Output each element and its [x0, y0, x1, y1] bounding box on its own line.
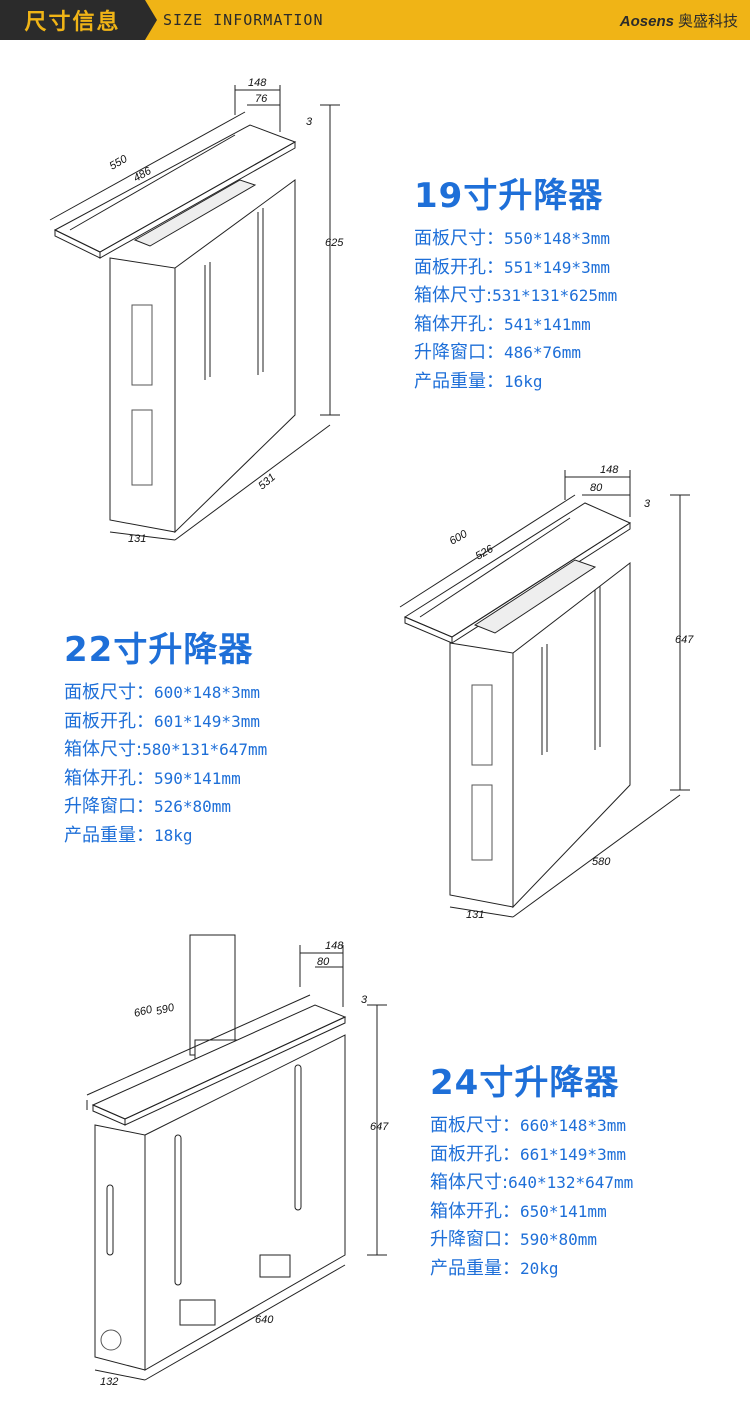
spec-row: 升降窗口：590*80mm: [430, 1226, 633, 1255]
spec-block-22: 22寸升降器 面板尺寸：600*148*3mm 面板开孔：601*149*3mm…: [64, 622, 267, 850]
model-title-24: 24寸升降器: [430, 1063, 620, 1103]
spec-value: 526*80mm: [154, 797, 232, 816]
spec-label: 面板尺寸：: [64, 682, 154, 703]
spec-value: 20kg: [520, 1258, 559, 1278]
spec-row: 面板尺寸：660*148*3mm: [430, 1112, 633, 1141]
spec-label: 升降窗口：: [430, 1229, 520, 1250]
dim-depth: 580: [592, 856, 611, 868]
spec-value: 650*141mm: [520, 1201, 607, 1221]
dim-panel-width: 148: [248, 77, 267, 89]
brand-name-en: Aosens: [619, 13, 674, 30]
section-subtitle: SIZE INFORMATION: [163, 11, 324, 29]
drawing-19inch: 550 486 148 76 3 625 531 131: [49, 77, 344, 545]
spec-value: 640*132*647mm: [508, 1173, 634, 1192]
spec-value: 531*131*625mm: [492, 286, 618, 305]
dim-panel-length: 550: [108, 153, 131, 173]
spec-value: 660*148*3mm: [520, 1116, 626, 1135]
spec-list-24: 面板尺寸：660*148*3mm 面板开孔：661*149*3mm 箱体尺寸:6…: [430, 1112, 633, 1283]
brand-name-zh: 奥盛科技: [677, 13, 738, 30]
spec-value: 550*148*3mm: [504, 229, 610, 248]
spec-label: 面板开孔：: [414, 256, 504, 278]
spec-value: 600*148*3mm: [154, 683, 260, 702]
spec-row: 面板开孔：601*149*3mm: [64, 708, 267, 737]
spec-label: 箱体尺寸:: [64, 739, 143, 760]
spec-label: 箱体尺寸:: [414, 285, 493, 306]
spec-row: 面板开孔：551*149*3mm: [414, 254, 617, 283]
model-title-22: 22寸升降器: [64, 630, 254, 670]
spec-label: 面板开孔：: [64, 710, 154, 732]
title-arrow-icon: [145, 0, 157, 40]
spec-row: 面板开孔：661*149*3mm: [430, 1141, 633, 1170]
spec-row: 升降窗口：526*80mm: [64, 793, 267, 822]
spec-label: 升降窗口：: [414, 342, 504, 363]
dim-box-width: 132: [100, 1376, 118, 1388]
spec-row: 箱体开孔：650*141mm: [430, 1198, 633, 1227]
dim-panel-width: 148: [325, 940, 344, 952]
spec-block-19: 19寸升降器 面板尺寸：550*148*3mm 面板开孔：551*149*3mm…: [414, 168, 617, 396]
dim-height: 647: [675, 634, 694, 646]
spec-value: 551*149*3mm: [504, 257, 610, 277]
dim-window-width: 76: [255, 93, 268, 105]
spec-block-24: 24寸升降器 面板尺寸：660*148*3mm 面板开孔：661*149*3mm…: [430, 1055, 633, 1283]
spec-value: 16kg: [504, 371, 543, 391]
spec-row: 产品重量：16kg: [414, 368, 617, 397]
dim-thickness: 3: [306, 116, 313, 128]
spec-row: 箱体尺寸:580*131*647mm: [64, 736, 267, 765]
spec-value: 486*76mm: [504, 343, 582, 362]
spec-value: 541*141mm: [504, 314, 591, 334]
dim-height: 647: [370, 1121, 389, 1133]
spec-label: 面板尺寸：: [430, 1115, 520, 1136]
spec-label: 面板开孔：: [430, 1143, 520, 1165]
dim-depth: 531: [256, 471, 278, 492]
dim-window-length: 526: [474, 543, 497, 563]
spec-label: 箱体开孔：: [414, 313, 504, 335]
spec-value: 590*80mm: [520, 1230, 598, 1249]
dim-panel-length: 600: [448, 528, 471, 548]
spec-row: 面板尺寸：550*148*3mm: [414, 225, 617, 254]
spec-row: 产品重量：20kg: [430, 1255, 633, 1284]
model-title-19: 19寸升降器: [414, 176, 604, 216]
spec-list-22: 面板尺寸：600*148*3mm 面板开孔：601*149*3mm 箱体尺寸:5…: [64, 679, 267, 850]
spec-value: 661*149*3mm: [520, 1144, 626, 1164]
spec-row: 箱体开孔：541*141mm: [414, 311, 617, 340]
spec-row: 面板尺寸：600*148*3mm: [64, 679, 267, 708]
dim-depth: 640: [255, 1314, 274, 1326]
spec-row: 箱体尺寸:531*131*625mm: [414, 282, 617, 311]
dim-box-width: 131: [466, 909, 484, 921]
drawing-24inch: 660 590 148 80 3 647 640 132: [86, 934, 389, 1388]
spec-label: 箱体尺寸:: [430, 1172, 509, 1193]
spec-label: 产品重量：: [430, 1257, 520, 1279]
spec-label: 箱体开孔：: [430, 1200, 520, 1222]
spec-label: 面板尺寸：: [414, 228, 504, 249]
spec-value: 18kg: [154, 825, 193, 845]
spec-value: 590*141mm: [154, 768, 241, 788]
spec-label: 升降窗口：: [64, 796, 154, 817]
drawing-22inch: 600 526 148 80 3 647 580 131: [399, 464, 694, 921]
spec-row: 升降窗口：486*76mm: [414, 339, 617, 368]
dim-window-width: 80: [590, 482, 603, 494]
dim-height: 625: [325, 237, 344, 249]
section-title: 尺寸信息: [0, 0, 145, 40]
spec-label: 产品重量：: [414, 370, 504, 392]
spec-row: 箱体开孔：590*141mm: [64, 765, 267, 794]
spec-value: 601*149*3mm: [154, 711, 260, 731]
spec-label: 箱体开孔：: [64, 767, 154, 789]
dim-window-length: 590: [155, 1001, 177, 1018]
spec-value: 580*131*647mm: [142, 740, 268, 759]
dim-window-width: 80: [317, 956, 330, 968]
spec-list-19: 面板尺寸：550*148*3mm 面板开孔：551*149*3mm 箱体尺寸:5…: [414, 225, 617, 396]
spec-row: 箱体尺寸:640*132*647mm: [430, 1169, 633, 1198]
dim-thickness: 3: [361, 994, 368, 1006]
dim-thickness: 3: [644, 498, 651, 510]
spec-label: 产品重量：: [64, 824, 154, 846]
spec-row: 产品重量：18kg: [64, 822, 267, 851]
dim-panel-length: 660: [133, 1003, 155, 1020]
dim-box-width: 131: [128, 533, 146, 545]
dim-panel-width: 148: [600, 464, 619, 476]
